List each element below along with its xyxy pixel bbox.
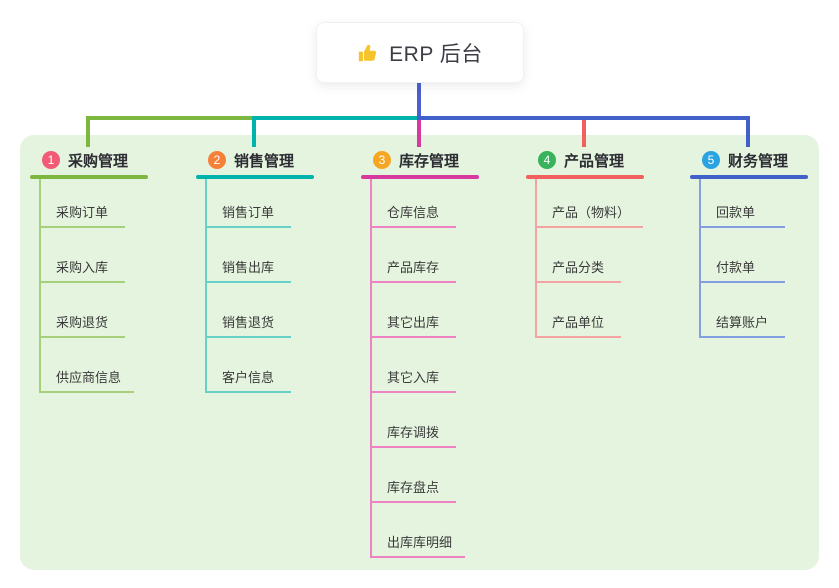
root-node[interactable]: ERP 后台 xyxy=(316,22,524,83)
branch-number-badge: 4 xyxy=(538,151,556,169)
child-node[interactable]: 产品库存 xyxy=(370,257,456,283)
child-node[interactable]: 采购订单 xyxy=(39,202,125,228)
branch-spine-line xyxy=(205,179,207,393)
branch-underline xyxy=(690,175,808,179)
child-node[interactable]: 供应商信息 xyxy=(39,367,135,393)
branch-spine-line xyxy=(370,179,372,558)
child-node[interactable]: 回款单 xyxy=(699,202,785,228)
branch-number-badge: 1 xyxy=(42,151,60,169)
child-node[interactable]: 产品（物料） xyxy=(535,202,644,228)
child-node[interactable]: 仓库信息 xyxy=(370,202,456,228)
branch-node-2[interactable]: 2 销售管理 xyxy=(208,149,294,171)
branch-spine-line xyxy=(39,179,41,393)
root-connector xyxy=(417,83,421,116)
root-label: ERP 后台 xyxy=(389,42,483,66)
branch-spine-line xyxy=(535,179,537,338)
branch-underline xyxy=(30,175,148,179)
branch-drop-1 xyxy=(86,116,90,147)
branch-number-badge: 3 xyxy=(373,151,391,169)
branch-node-5[interactable]: 5 财务管理 xyxy=(702,149,788,171)
child-node[interactable]: 出库库明细 xyxy=(370,532,466,558)
trunk-segment-left xyxy=(86,116,256,120)
branch-underline xyxy=(361,175,479,179)
branch-label: 财务管理 xyxy=(728,152,789,170)
branch-drop-4 xyxy=(582,120,586,147)
thumbs-up-icon xyxy=(357,42,379,64)
branch-underline xyxy=(526,175,644,179)
child-node[interactable]: 产品分类 xyxy=(535,257,621,283)
branch-node-3[interactable]: 3 库存管理 xyxy=(373,149,459,171)
branch-label: 销售管理 xyxy=(234,152,295,170)
trunk-segment-right xyxy=(417,116,750,120)
child-node[interactable]: 客户信息 xyxy=(205,367,291,393)
branch-node-4[interactable]: 4 产品管理 xyxy=(538,149,624,171)
child-node[interactable]: 销售出库 xyxy=(205,257,291,283)
child-node[interactable]: 结算账户 xyxy=(699,312,785,338)
branch-drop-5 xyxy=(746,116,750,147)
child-node[interactable]: 其它入库 xyxy=(370,367,456,393)
branch-panel-background xyxy=(20,135,819,570)
branch-spine-line xyxy=(699,179,701,338)
branch-drop-2 xyxy=(252,116,256,147)
branch-drop-3 xyxy=(417,120,421,147)
branch-node-1[interactable]: 1 采购管理 xyxy=(42,149,128,171)
child-node[interactable]: 库存盘点 xyxy=(370,477,456,503)
trunk-segment-midleft xyxy=(252,116,421,120)
branch-label: 库存管理 xyxy=(399,152,460,170)
child-node[interactable]: 付款单 xyxy=(699,257,785,283)
child-node[interactable]: 销售退货 xyxy=(205,312,291,338)
branch-number-badge: 5 xyxy=(702,151,720,169)
child-node[interactable]: 采购退货 xyxy=(39,312,125,338)
child-node[interactable]: 其它出库 xyxy=(370,312,456,338)
branch-label: 产品管理 xyxy=(564,152,625,170)
branch-number-badge: 2 xyxy=(208,151,226,169)
child-node[interactable]: 销售订单 xyxy=(205,202,291,228)
child-node[interactable]: 产品单位 xyxy=(535,312,621,338)
branch-label: 采购管理 xyxy=(68,152,129,170)
child-node[interactable]: 库存调拨 xyxy=(370,422,456,448)
child-node[interactable]: 采购入库 xyxy=(39,257,125,283)
branch-underline xyxy=(196,175,314,179)
